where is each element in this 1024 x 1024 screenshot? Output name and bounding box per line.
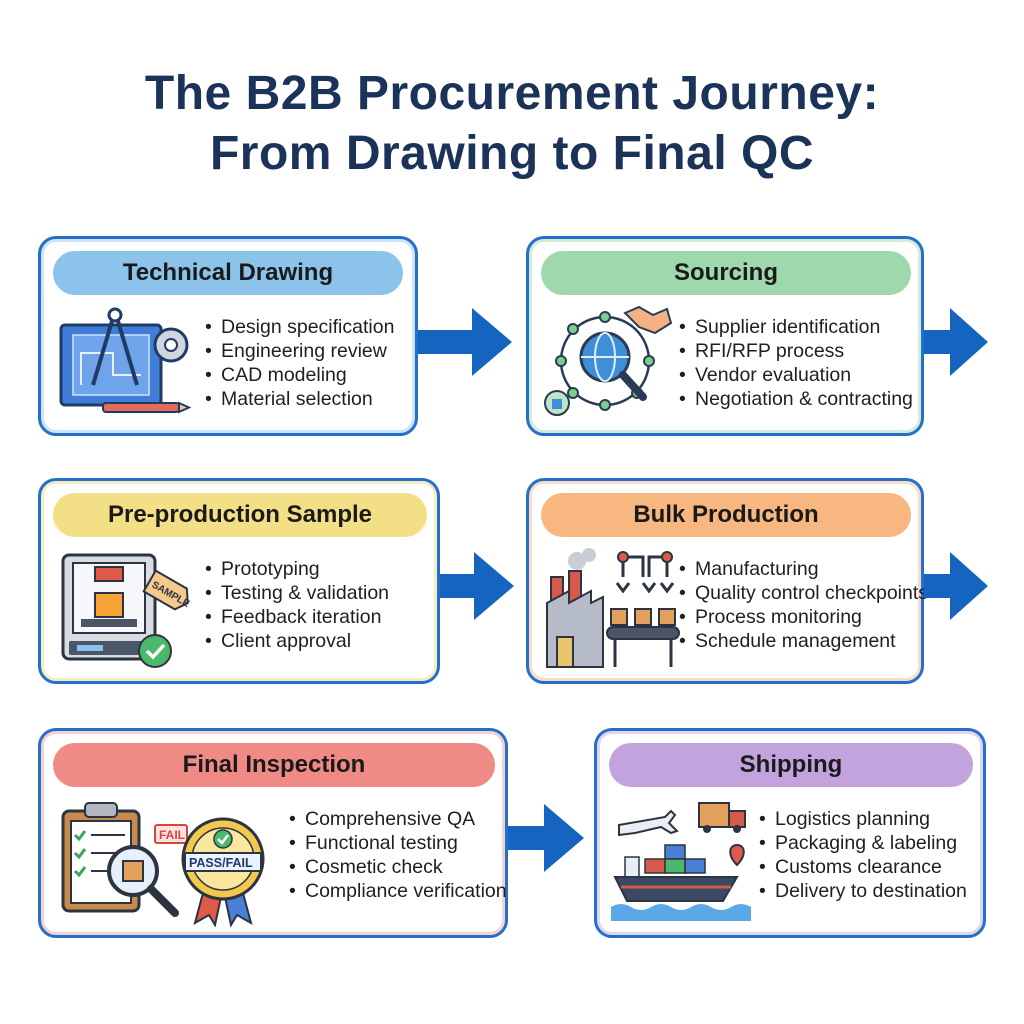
stage-title: Sourcing [673, 259, 778, 286]
stage-title-pill: Shipping [609, 743, 973, 787]
bullet-item: Negotiation & contracting [679, 387, 913, 411]
flow-arrow-2 [924, 308, 988, 376]
bullet-item: Quality control checkpoints [679, 581, 928, 605]
stage-card-pre-production-sample: Pre-production Sample SAMPLE Prototyping… [38, 478, 440, 684]
stage-card-sourcing: Sourcing Supplier identification RFI/RFP… [526, 236, 924, 436]
bullet-item: Customs clearance [759, 855, 967, 879]
bullet-item: Functional testing [289, 831, 507, 855]
bullet-item: RFI/RFP process [679, 339, 913, 363]
globe-network-icon [544, 305, 673, 416]
stage-bullets: Logistics planning Packaging & labeling … [759, 807, 967, 903]
bullet-item: Process monitoring [679, 605, 928, 629]
bullet-item: Feedback iteration [205, 605, 389, 629]
stage-title-pill: Sourcing [541, 251, 911, 295]
3d-printer-icon: SAMPLE [61, 553, 192, 668]
stage-title-pill: Technical Drawing [53, 251, 403, 295]
stage-bullets: Comprehensive QA Functional testing Cosm… [289, 807, 507, 903]
bullet-item: Vendor evaluation [679, 363, 913, 387]
stage-card-shipping: Shipping Logistics planning Packaging & … [594, 728, 986, 938]
stage-title: Pre-production Sample [107, 501, 373, 528]
title-line-2: From Drawing to Final QC [209, 127, 814, 180]
stage-bullets: Manufacturing Quality control checkpoint… [679, 557, 928, 653]
page-title: The B2B Procurement Journey: From Drawin… [0, 64, 1024, 184]
bullet-item: Manufacturing [679, 557, 928, 581]
blueprint-compass-icon [59, 307, 192, 414]
bullet-item: Engineering review [205, 339, 394, 363]
ship-plane-truck-icon [611, 802, 751, 921]
bullet-item: CAD modeling [205, 363, 394, 387]
stage-title: Shipping [739, 751, 843, 778]
flow-arrow-1 [418, 308, 512, 376]
flow-arrow-5 [508, 804, 584, 872]
bullet-item: Material selection [205, 387, 394, 411]
bullet-item: Schedule management [679, 629, 928, 653]
stage-bullets: Prototyping Testing & validation Feedbac… [205, 557, 389, 653]
bullet-item: Prototyping [205, 557, 389, 581]
stage-card-technical-drawing: Technical Drawing Design specification E… [38, 236, 418, 436]
bullet-item: Supplier identification [679, 315, 913, 339]
flow-arrow-3 [440, 552, 514, 620]
bullet-item: Packaging & labeling [759, 831, 967, 855]
bullet-item: Comprehensive QA [289, 807, 507, 831]
bullet-item: Delivery to destination [759, 879, 967, 903]
stage-card-bulk-production: Bulk Production Manufacturing Quality co… [526, 478, 928, 684]
stage-bullets: Design specification Engineering review … [205, 315, 394, 411]
pass-fail-badge-label: PASS/FAIL [189, 856, 253, 870]
stage-title-pill: Pre-production Sample [53, 493, 427, 537]
stage-title: Bulk Production [633, 501, 819, 528]
title-line-1: The B2B Procurement Journey: [144, 67, 880, 120]
bullet-item: Cosmetic check [289, 855, 507, 879]
factory-conveyor-icon [546, 548, 680, 668]
stage-title: Final Inspection [182, 751, 366, 778]
flow-arrow-4 [924, 552, 988, 620]
fail-label: FAIL [159, 828, 185, 842]
bullet-item: Design specification [205, 315, 394, 339]
bullet-item: Testing & validation [205, 581, 389, 605]
stage-card-final-inspection: Final Inspection FAIL PASS/FAIL Comprehe… [38, 728, 508, 938]
checklist-magnifier-icon: FAIL PASS/FAIL [61, 802, 265, 927]
stage-bullets: Supplier identification RFI/RFP process … [679, 315, 913, 411]
stage-title: Technical Drawing [122, 259, 334, 286]
bullet-item: Compliance verification [289, 879, 507, 903]
stage-title-pill: Bulk Production [541, 493, 911, 537]
bullet-item: Logistics planning [759, 807, 967, 831]
stage-title-pill: Final Inspection [53, 743, 495, 787]
bullet-item: Client approval [205, 629, 389, 653]
